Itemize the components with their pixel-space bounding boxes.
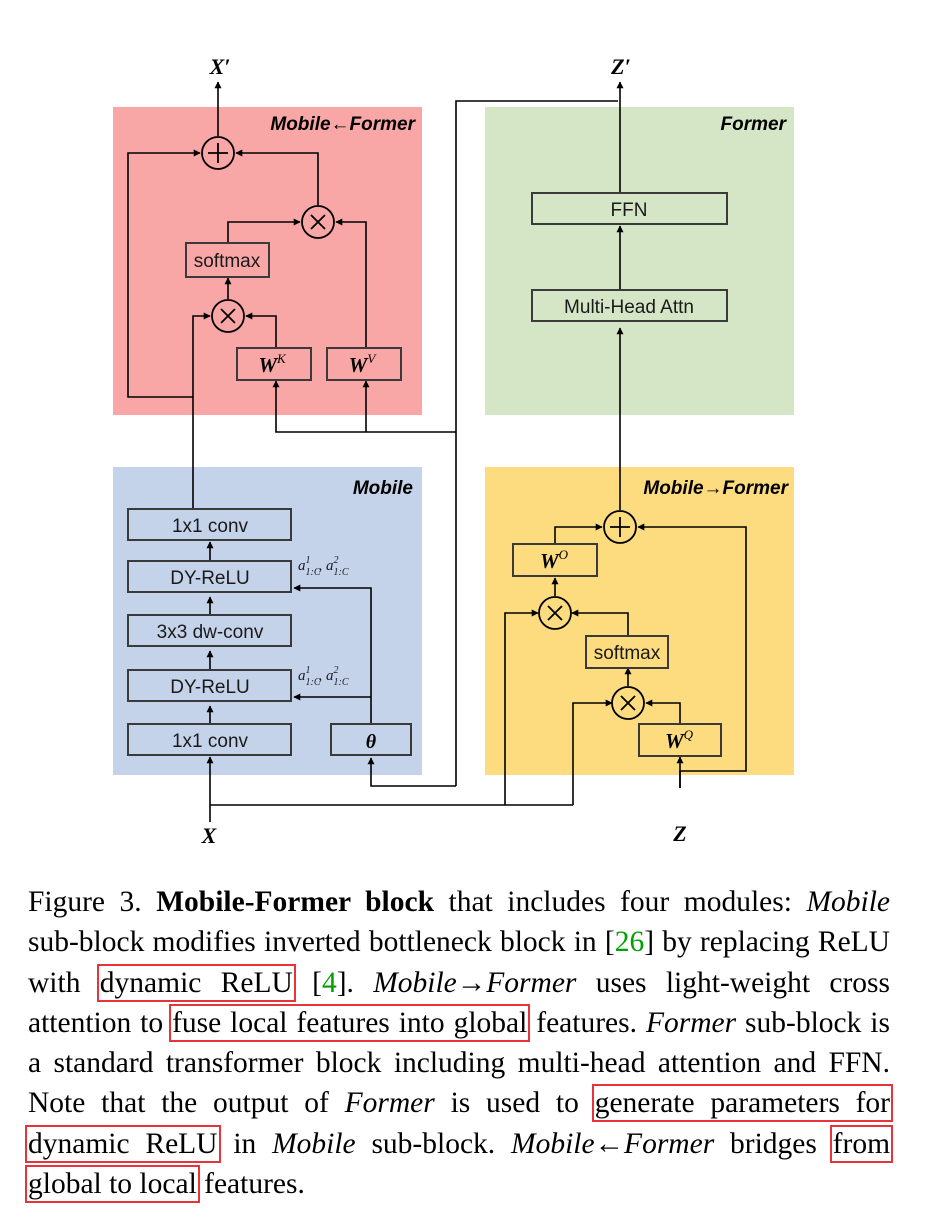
figure-caption: Figure 3. Mobile-Former block that inclu… xyxy=(24,882,894,1204)
dyrelu-bottom-box xyxy=(127,669,292,702)
svg-text:WQ: WQ xyxy=(665,727,694,753)
dyrelu-top-label: DY-ReLU xyxy=(170,568,250,589)
dwconv-box xyxy=(127,614,292,647)
wv-box xyxy=(326,347,402,381)
dyrelu-params-label-top: a1:C1, a1:C2 xyxy=(298,555,349,578)
caption-text-8: sub-block is a standard transformer bloc… xyxy=(28,1006,890,1120)
svg-text:WV: WV xyxy=(349,351,378,377)
caption-mobile-to-former: Mobile→Former xyxy=(373,966,577,999)
softmax-box-mff xyxy=(185,242,270,278)
x-input-label: X xyxy=(201,823,218,848)
caption-text-11: sub-block. xyxy=(355,1127,511,1160)
softmax-label-mff: softmax xyxy=(194,251,261,272)
caption-text-2: sub-block modifies inverted bottleneck b… xyxy=(28,926,615,959)
module-title-mobile-from-former: Mobile←Former xyxy=(270,114,416,135)
caption-text-1: that includes four modules: xyxy=(433,886,807,918)
caption-title: Mobile-Former block xyxy=(156,886,434,918)
reference-link-4[interactable]: 4 xyxy=(321,966,337,999)
highlight-generate-params: generate parameters for dynamic ReLU xyxy=(24,1084,894,1163)
highlight-dynamic-relu: dynamic ReLU xyxy=(96,963,296,1002)
highlight-global-to-local: from global to local xyxy=(24,1124,894,1204)
plus-op-m2f xyxy=(603,510,637,544)
theta-label: θ xyxy=(366,731,377,753)
svg-text:WO: WO xyxy=(540,547,569,573)
plus-op-mff xyxy=(201,136,235,170)
caption-mobile-2: Mobile xyxy=(272,1127,356,1160)
dyrelu-bottom-label: DY-ReLU xyxy=(170,677,250,698)
caption-former-2: Former xyxy=(344,1087,435,1120)
module-title-mobile-to-former: Mobile→Former xyxy=(643,478,789,499)
z-prime-label: Z′ xyxy=(610,54,631,79)
z-input-label: Z xyxy=(672,821,686,846)
wv-label: W xyxy=(349,353,369,377)
dwconv-label: 3x3 dw-conv xyxy=(157,622,264,643)
caption-text-9: is used to xyxy=(434,1087,595,1120)
wv-sup: V xyxy=(367,351,377,366)
mha-label: Multi-Head Attn xyxy=(564,297,694,318)
wq-box xyxy=(638,723,722,757)
conv1x1-top-box xyxy=(127,508,292,541)
caption-text-6: uses light-weight cross attention to xyxy=(28,966,891,1039)
caption-mobile-1: Mobile xyxy=(806,886,890,918)
multiply-op-mff-bottom xyxy=(211,299,245,333)
multiply-op-m2f-top xyxy=(538,596,572,630)
caption-text-5: ]. xyxy=(336,966,374,999)
wo-box xyxy=(512,543,598,577)
caption-text-4: [ xyxy=(292,966,322,999)
x-prime-label: X′ xyxy=(209,54,231,79)
conv1x1-bottom-label: 1x1 conv xyxy=(172,731,249,752)
caption-text-10: in xyxy=(217,1127,273,1160)
module-title-former: Former xyxy=(721,114,788,135)
wq-sup: Q xyxy=(684,727,694,742)
highlight-fuse-local: fuse local features into global xyxy=(169,1003,531,1042)
caption-text-12: bridges xyxy=(714,1127,833,1160)
multi-head-attn-box xyxy=(531,289,728,322)
reference-link-26[interactable]: 26 xyxy=(614,926,645,959)
caption-text-3: ] by replacing ReLU with xyxy=(28,926,890,999)
caption-text-7: features. xyxy=(527,1006,646,1039)
svg-text:WK: WK xyxy=(258,351,287,377)
caption-label: Figure 3. xyxy=(28,886,142,918)
wk-label: W xyxy=(258,353,278,377)
module-title-mobile: Mobile xyxy=(353,478,414,499)
ffn-label: FFN xyxy=(611,200,648,221)
wo-sup: O xyxy=(559,547,569,562)
conv1x1-bottom-box xyxy=(127,723,292,756)
caption-former-1: Former xyxy=(645,1006,737,1039)
multiply-op-m2f-bottom xyxy=(611,686,645,720)
multiply-op-mff-top xyxy=(301,205,335,239)
softmax-label-m2f: softmax xyxy=(594,643,661,664)
conv1x1-top-label: 1x1 conv xyxy=(172,516,249,537)
dyrelu-params-label-bottom: a1:C1, a1:C2 xyxy=(298,665,349,688)
ffn-box xyxy=(531,192,728,225)
wk-sup: K xyxy=(276,351,287,366)
caption-text-13: features. xyxy=(196,1168,305,1201)
dyrelu-top-box xyxy=(127,560,292,593)
caption-mobile-from-former: Mobile←Former xyxy=(511,1127,715,1160)
theta-box xyxy=(330,723,412,756)
wq-label: W xyxy=(665,729,685,753)
former-panel xyxy=(485,107,794,415)
softmax-box-m2f xyxy=(585,635,669,669)
mobile-former-diagram: Mobile←Former Former Mobile Mobile→Forme… xyxy=(113,54,794,848)
wo-label: W xyxy=(540,549,560,573)
wk-box xyxy=(236,347,312,381)
